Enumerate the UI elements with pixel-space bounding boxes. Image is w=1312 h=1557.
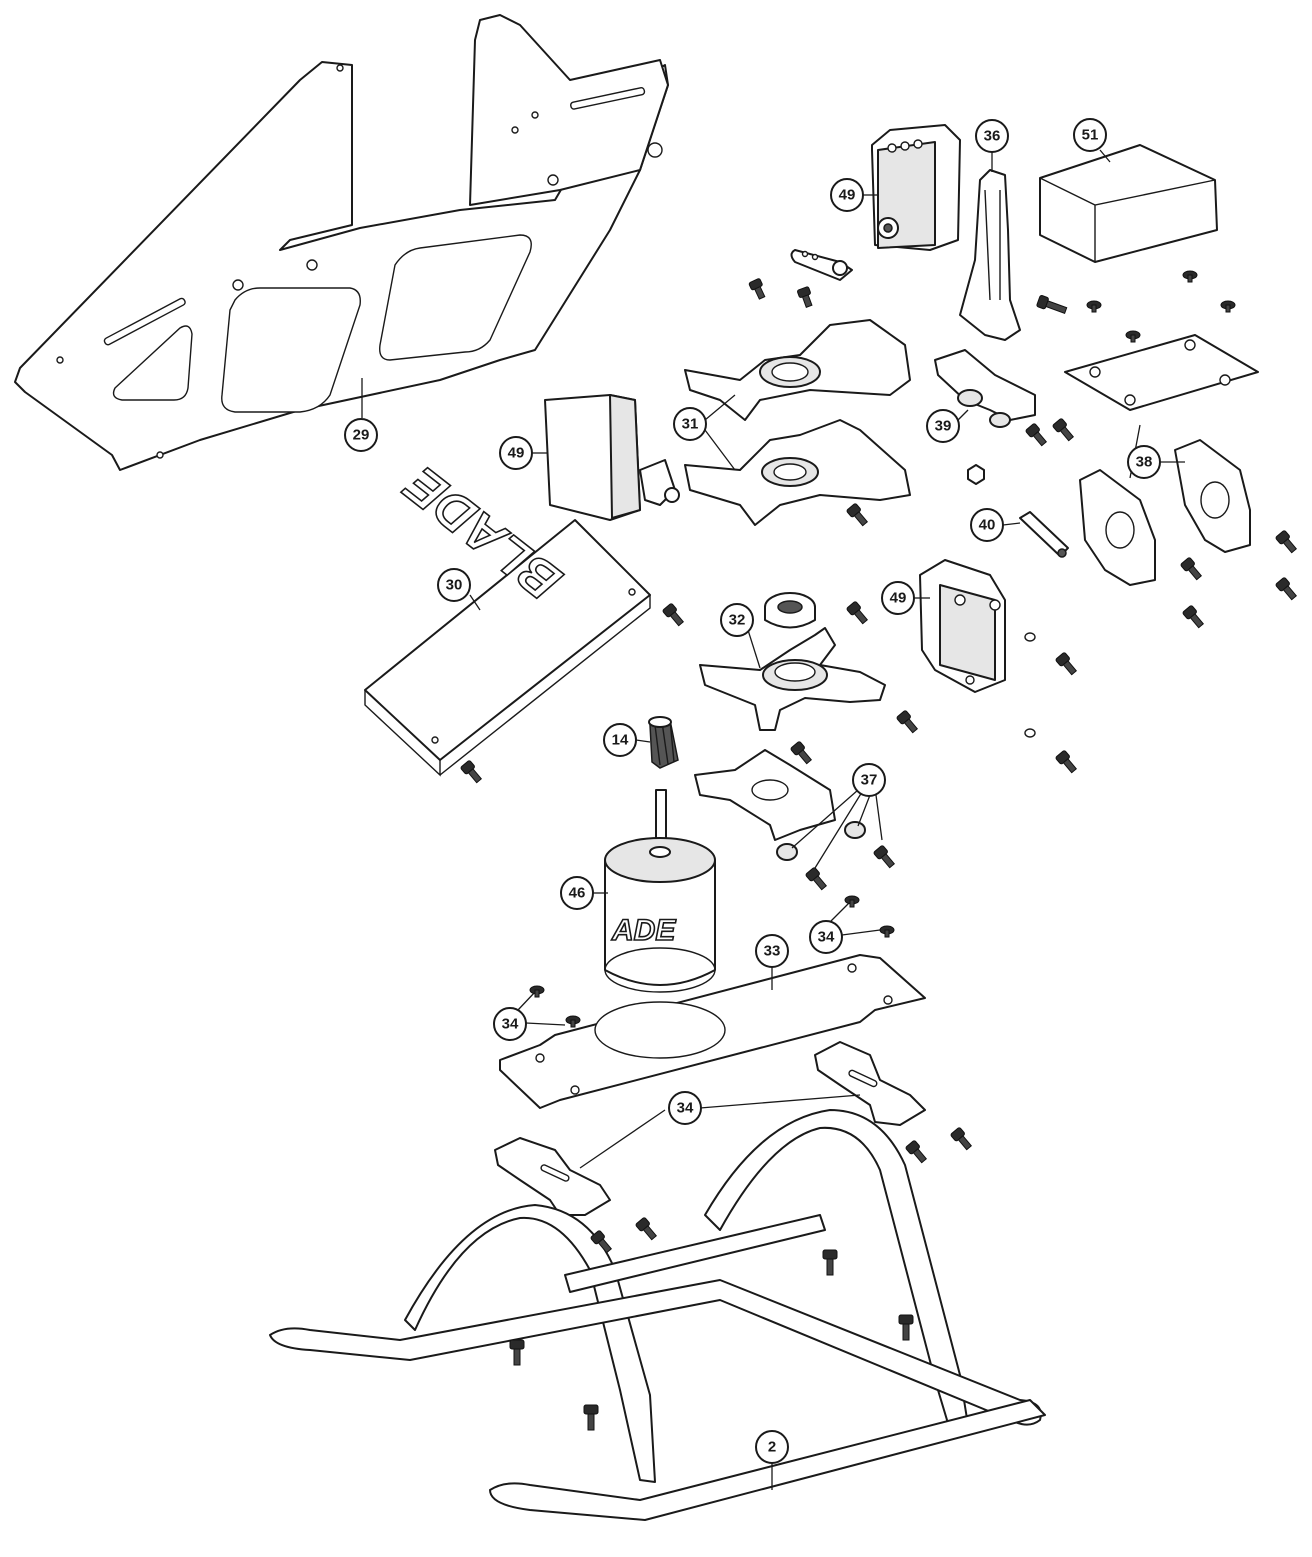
callout-2: 2 bbox=[755, 1430, 789, 1464]
svg-text:14: 14 bbox=[612, 732, 629, 749]
callout-14: 14 bbox=[603, 723, 637, 757]
svg-text:32: 32 bbox=[729, 612, 746, 629]
callout-30: 30 bbox=[437, 568, 471, 602]
bottom-plate-part-33 bbox=[499, 954, 926, 1109]
callout-37: 37 bbox=[852, 763, 886, 797]
svg-text:36: 36 bbox=[984, 128, 1001, 145]
callout-49-top: 49 bbox=[830, 178, 864, 212]
svg-text:30: 30 bbox=[446, 577, 463, 594]
svg-text:34: 34 bbox=[677, 1100, 694, 1117]
svg-text:29: 29 bbox=[353, 427, 370, 444]
callout-36: 36 bbox=[975, 119, 1009, 153]
svg-text:49: 49 bbox=[508, 445, 525, 462]
servo-middle-part-49 bbox=[919, 559, 1006, 693]
callout-34-left: 34 bbox=[493, 1007, 527, 1041]
screws bbox=[460, 270, 1298, 1431]
callout-39: 39 bbox=[926, 409, 960, 443]
motor-part-46: ADE bbox=[604, 789, 716, 993]
svg-text:37: 37 bbox=[861, 772, 878, 789]
landing-gear-mount-part-34 bbox=[494, 1041, 926, 1216]
svg-text:38: 38 bbox=[1136, 454, 1153, 471]
leveler-part-39 bbox=[934, 349, 1036, 428]
bearing-blocks-part-38 bbox=[1064, 334, 1259, 586]
callout-49-left: 49 bbox=[499, 436, 533, 470]
callout-34-bottom: 34 bbox=[668, 1091, 702, 1125]
motor-logo-text: ADE bbox=[611, 914, 676, 947]
callout-31: 31 bbox=[673, 407, 707, 441]
callout-40: 40 bbox=[970, 508, 1004, 542]
pin-part-40 bbox=[967, 464, 1069, 558]
servo-left-part-49 bbox=[544, 394, 680, 521]
svg-text:40: 40 bbox=[979, 517, 996, 534]
anti-rotation-bracket-part-36 bbox=[959, 169, 1021, 341]
callout-38: 38 bbox=[1127, 445, 1161, 479]
svg-text:34: 34 bbox=[502, 1016, 519, 1033]
callout-51: 51 bbox=[1073, 118, 1107, 152]
svg-text:39: 39 bbox=[935, 418, 952, 435]
svg-text:2: 2 bbox=[768, 1439, 776, 1456]
servo-top-part-49 bbox=[790, 124, 961, 281]
pinion-gear-part-14 bbox=[648, 716, 679, 769]
callout-49-middle: 49 bbox=[881, 581, 915, 615]
callout-29: 29 bbox=[344, 418, 378, 452]
svg-text:49: 49 bbox=[839, 187, 856, 204]
callout-32: 32 bbox=[720, 603, 754, 637]
landing-skid-part-2 bbox=[269, 1109, 1046, 1521]
bearing-block-part-32 bbox=[699, 592, 886, 731]
svg-text:49: 49 bbox=[890, 590, 907, 607]
servo-mount-plates-part-31 bbox=[684, 319, 911, 526]
callout-46: 46 bbox=[560, 876, 594, 910]
svg-text:33: 33 bbox=[764, 943, 781, 960]
svg-text:46: 46 bbox=[569, 885, 586, 902]
receiver-box-part-51 bbox=[1039, 144, 1218, 263]
callout-33: 33 bbox=[755, 934, 789, 968]
callout-34-top: 34 bbox=[809, 920, 843, 954]
svg-text:51: 51 bbox=[1082, 127, 1099, 144]
frame-side-plate-part-29 bbox=[14, 14, 669, 471]
svg-text:34: 34 bbox=[818, 929, 835, 946]
svg-text:31: 31 bbox=[682, 416, 699, 433]
